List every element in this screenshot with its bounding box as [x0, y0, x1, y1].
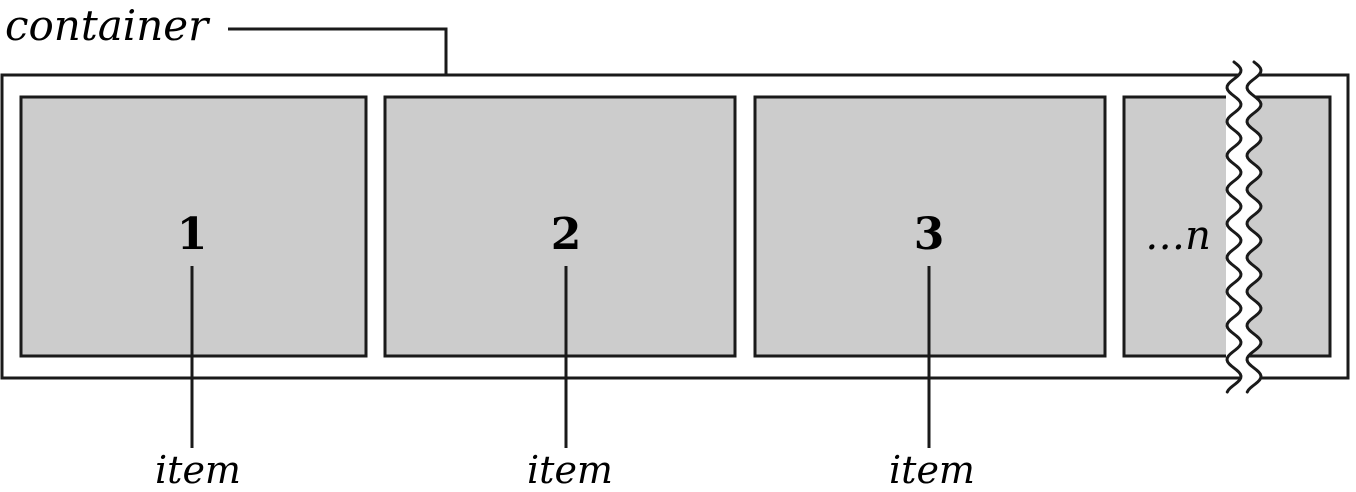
item-caption-3: item: [889, 448, 975, 492]
item-caption-2: item: [527, 448, 613, 492]
item-number-1: 1: [177, 209, 208, 260]
truncated-item-n: [1122, 95, 1241, 358]
item-number-n: …n: [1145, 213, 1211, 259]
item-3: 3 item: [753, 95, 1107, 492]
item-2: 2 item: [383, 95, 737, 492]
item-1: 1 item: [19, 95, 368, 492]
item-box-n: [1122, 95, 1241, 358]
break-wave-left: [1225, 60, 1243, 394]
item-box-2: [383, 95, 737, 358]
item-group: 1 item 2 item 3 item: [19, 95, 1107, 492]
item-number-2: 2: [551, 209, 582, 260]
break-group: …n: [1122, 60, 1348, 394]
item-caption-1: item: [155, 448, 241, 492]
container-edge-right-of-break: [1247, 73, 1348, 380]
break-wave-right: [1245, 60, 1263, 394]
container-leader-line: [228, 27, 448, 75]
container-label: container: [5, 1, 211, 50]
item-number-3: 3: [914, 209, 945, 260]
container-box: [0, 73, 1350, 380]
